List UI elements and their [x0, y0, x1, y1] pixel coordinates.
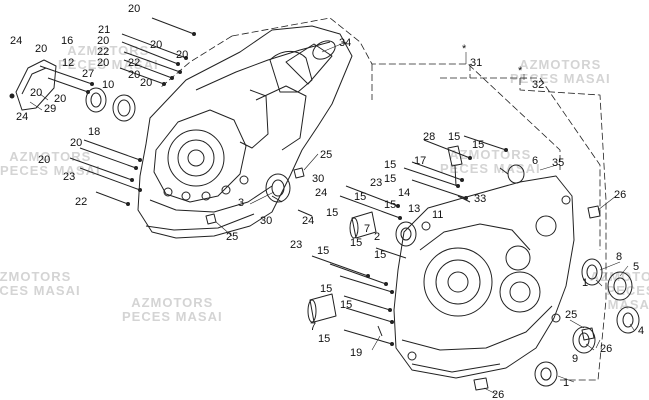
callout-19: 19: [350, 347, 362, 359]
callout-20: 20: [128, 69, 140, 81]
callout-15: 15: [340, 299, 352, 311]
callout-10: 10: [102, 79, 114, 91]
callout-15: 15: [472, 139, 484, 151]
callout-20: 20: [38, 154, 50, 166]
intake-pipe: [285, 40, 336, 85]
cover-plate: [15, 59, 57, 111]
callout-15: 15: [317, 245, 329, 257]
callout-16: 16: [61, 35, 73, 47]
left-crankcase: [137, 25, 353, 239]
bearing-5: [607, 271, 633, 301]
callout-12: 12: [62, 57, 74, 69]
callout-15: 15: [350, 237, 362, 249]
callout-33: 33: [474, 193, 486, 205]
callout-22: 22: [128, 57, 140, 69]
callout-15: 15: [374, 249, 386, 261]
callout-8: 8: [616, 251, 622, 263]
bolts: [39, 17, 507, 345]
callout-31: 31: [470, 57, 482, 69]
callout-23: 23: [63, 171, 75, 183]
callouts: 20 21 20 20 22 20 20 22 20 20 10 24 20 1…: [10, 3, 644, 400]
callout-11: 11: [432, 209, 443, 221]
callout-9: 9: [572, 353, 578, 365]
callout-20: 20: [150, 39, 162, 51]
callout-26: 26: [600, 343, 612, 355]
callout-27: 27: [82, 68, 94, 80]
callout-15: 15: [326, 207, 338, 219]
sleeve-7-lower: [307, 293, 337, 323]
callout-35: 35: [552, 157, 564, 169]
callout-24: 24: [16, 111, 28, 123]
callout-21: 21: [98, 24, 110, 36]
callout-7: 7: [310, 321, 316, 333]
callout-2: 2: [374, 231, 380, 243]
callout-20: 20: [54, 93, 66, 105]
leader-lines: [29, 41, 635, 395]
callout-20: 20: [35, 43, 47, 55]
bearing-9: [572, 326, 596, 354]
callout-30: 30: [260, 215, 272, 227]
callout-13: 13: [408, 203, 420, 215]
callout-20: 20: [176, 49, 188, 61]
callout-26: 26: [492, 389, 504, 400]
callout-30: 30: [312, 173, 324, 185]
callout-20: 20: [128, 3, 140, 15]
callout-23: 23: [370, 177, 382, 189]
callout-15: 15: [384, 173, 396, 185]
callout-23: 23: [290, 239, 302, 251]
callout-20: 20: [97, 35, 109, 47]
assembly-outline: [159, 17, 607, 381]
bearing-4: [616, 306, 640, 334]
callout-6: 6: [532, 155, 538, 167]
dowel-6: [499, 164, 525, 184]
right-crankcase: [393, 175, 575, 379]
dowels: [205, 167, 601, 391]
callout-25: 25: [320, 149, 332, 161]
bearing-1: [534, 361, 558, 387]
callout-15: 15: [384, 199, 396, 211]
callout-7: 7: [364, 223, 370, 235]
callout-32: 32: [532, 79, 544, 91]
seal-27: [85, 87, 107, 113]
callout-15: 15: [354, 191, 366, 203]
sleeve-7-upper: [349, 211, 377, 239]
callout-20: 20: [97, 57, 109, 69]
callout-3: 3: [238, 197, 244, 209]
callout-15: 15: [318, 333, 330, 345]
callout-31-asterisk: *: [462, 43, 467, 55]
callout-15: 15: [448, 131, 460, 143]
callout-28: 28: [423, 131, 435, 143]
callout-25: 25: [226, 231, 238, 243]
callout-26: 26: [614, 189, 626, 201]
callout-5: 5: [633, 261, 639, 273]
callout-1: 1: [582, 277, 588, 289]
callout-25: 25: [565, 309, 577, 321]
sleeve-13: [395, 221, 417, 247]
callout-29: 29: [44, 103, 56, 115]
callout-20: 20: [70, 137, 82, 149]
callout-20: 20: [30, 87, 42, 99]
callout-24: 24: [315, 187, 327, 199]
callout-24: 24: [302, 215, 314, 227]
callout-15: 15: [384, 159, 396, 171]
callout-22: 22: [97, 46, 109, 58]
callout-15: 15: [320, 283, 332, 295]
bearing-3: [265, 173, 291, 203]
callout-20: 20: [140, 77, 152, 89]
bearing-8: [581, 258, 603, 286]
callout-17: 17: [414, 155, 426, 167]
callout-24: 24: [10, 35, 22, 47]
bolt-heads: [9, 32, 508, 346]
breather-fitting: [447, 145, 463, 187]
bearing-10: [112, 94, 136, 122]
callout-1: 1: [563, 377, 569, 389]
callout-18: 18: [88, 126, 100, 138]
callout-22: 22: [75, 196, 87, 208]
callout-14: 14: [398, 187, 410, 199]
callout-32-asterisk: *: [518, 65, 523, 77]
callout-34: 34: [339, 37, 351, 49]
callout-4: 4: [638, 325, 644, 337]
